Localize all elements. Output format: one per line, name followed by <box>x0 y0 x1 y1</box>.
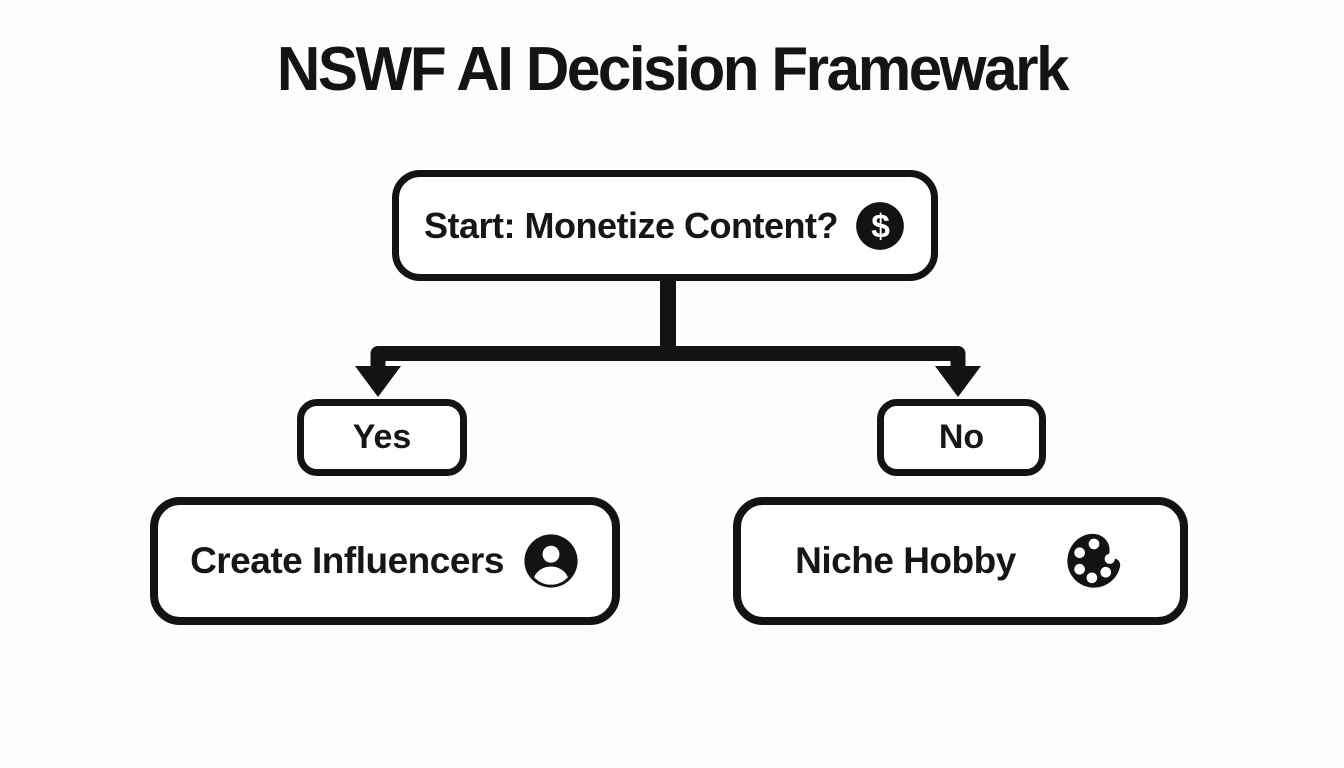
person-icon <box>522 532 580 590</box>
outcome-node-niche-hobby: Niche Hobby <box>733 497 1188 625</box>
start-node: Start: Monetize Content? $ <box>392 170 938 281</box>
branch-node-yes: Yes <box>297 399 467 476</box>
page-title: NSWF AI Decision Framewark <box>276 35 1070 104</box>
outcome-create-label: Create Influencers <box>190 540 504 581</box>
outcome-node-create-influencers: Create Influencers <box>150 497 620 625</box>
start-node-label: Start: Monetize Content? <box>424 204 838 246</box>
branch-yes-label: Yes <box>352 418 412 456</box>
branch-node-no: No <box>877 399 1046 476</box>
branch-no-label: No <box>938 418 985 456</box>
palette-icon <box>1062 529 1126 593</box>
dollar-icon: $ <box>854 200 906 252</box>
outcome-niche-label: Niche Hobby <box>795 540 1016 581</box>
svg-text:$: $ <box>871 208 890 245</box>
